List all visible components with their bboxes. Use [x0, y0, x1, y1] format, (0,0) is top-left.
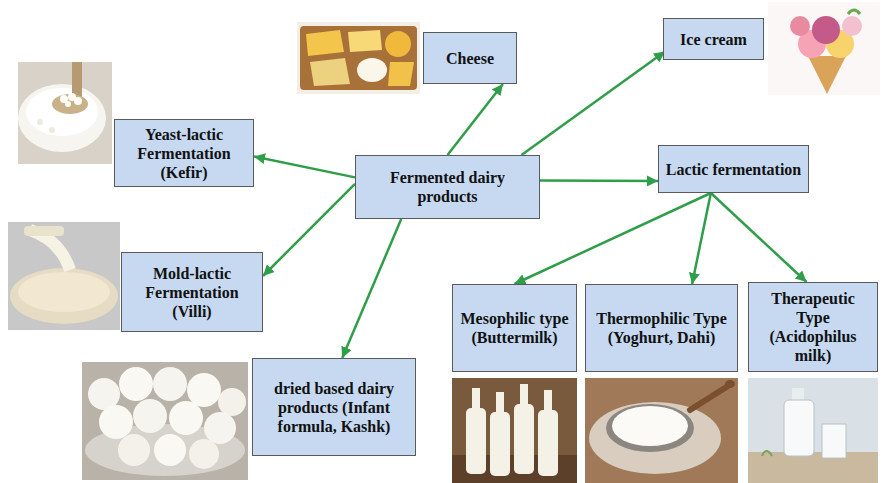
category-box: dried based dairy products (Infant formu…	[252, 358, 416, 456]
arrow-connector	[711, 193, 807, 282]
acidophilus-milk-picture	[748, 378, 878, 483]
kefir-picture	[18, 62, 112, 164]
buttermilk-picture	[452, 378, 577, 483]
subtype-box: Therapeutic Type (Acidophilus milk)	[748, 282, 878, 372]
cheese-picture	[297, 22, 420, 94]
yoghurt-picture	[585, 378, 738, 483]
box-label: Mesophilic type (Buttermilk)	[458, 309, 571, 347]
box-label: Ice cream	[680, 30, 747, 49]
box-label: Yeast-lactic Fermentation (Kefir)	[120, 125, 248, 182]
arrow-connector	[540, 179, 658, 182]
category-box: Yeast-lactic Fermentation (Kefir)	[114, 119, 254, 187]
box-label: dried based dairy products (Infant formu…	[258, 379, 410, 436]
subtype-box: Mesophilic type (Buttermilk)	[452, 284, 577, 372]
ice-cream-picture	[768, 2, 880, 95]
box-label: Thermophilic Type (Yoghurt, Dahi)	[591, 309, 732, 347]
category-box: Lactic fermentation	[658, 145, 809, 193]
box-label: Lactic fermentation	[666, 160, 802, 179]
category-box: Cheese	[423, 32, 517, 84]
arrow-connector	[515, 193, 711, 284]
kashk-picture	[82, 362, 248, 480]
arrow-connector	[254, 156, 355, 177]
arrow-connector	[342, 219, 401, 358]
villi-picture	[8, 222, 120, 330]
arrow-connector	[522, 52, 666, 155]
box-label: Mold-lactic Fermentation (Villi)	[127, 264, 257, 321]
arrow-connector	[448, 84, 503, 155]
arrow-connector	[263, 184, 355, 276]
box-label: Fermented dairy products	[361, 168, 534, 206]
subtype-box: Thermophilic Type (Yoghurt, Dahi)	[585, 284, 738, 372]
box-label: Cheese	[446, 49, 494, 68]
box-label: Therapeutic Type (Acidophilus milk)	[754, 289, 872, 365]
category-box: Ice cream	[663, 18, 764, 60]
arrow-connector	[692, 193, 711, 284]
central-box: Fermented dairy products	[355, 155, 540, 219]
category-box: Mold-lactic Fermentation (Villi)	[121, 252, 263, 332]
